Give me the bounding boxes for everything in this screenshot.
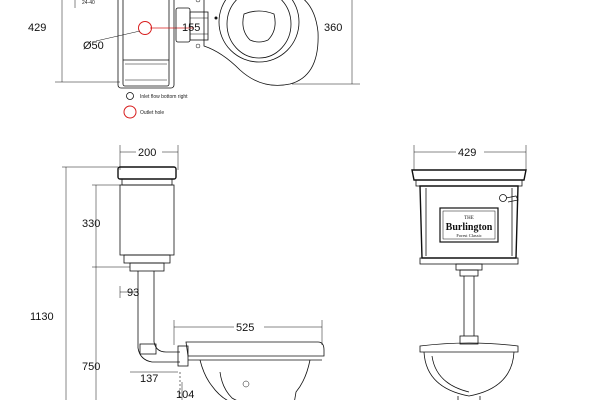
outlet-symbol-icon: [123, 105, 137, 119]
dim-pan-height: 750: [82, 361, 100, 373]
brand-line-3: Forest Classic: [456, 233, 481, 238]
legend: Inlet flow bottom right Outlet hole: [123, 92, 188, 119]
dim-plan-height: 429: [28, 22, 46, 34]
dim-cistern-width-side: 200: [138, 147, 156, 159]
plan-view: 429 24-40 Ø50 155 360: [28, 0, 360, 89]
dim-cistern-height: 330: [82, 218, 100, 230]
dim-plan-partial: 24-40: [82, 0, 95, 6]
brand-line-2: Burlington: [446, 222, 493, 233]
brand-plate: [439, 207, 499, 243]
front-elevation: 429 THE Burlington Forest Classic: [411, 145, 527, 400]
dim-pan-outlet-offset: 137: [140, 373, 158, 385]
side-elevation: 200 330 93 1130 750 137: [30, 145, 325, 400]
dim-pan-depth: 360: [324, 22, 342, 34]
inlet-symbol-icon: [126, 92, 134, 100]
dim-outlet-offset: 155: [182, 22, 200, 34]
legend-inlet-label: Inlet flow bottom right: [140, 94, 188, 100]
dim-cistern-width-front: 429: [458, 147, 476, 159]
flush-handle-icon: [499, 194, 507, 202]
dim-pipe-offset: 93: [127, 287, 139, 299]
dim-pan-length: 525: [236, 322, 254, 334]
legend-outlet-label: Outlet hole: [140, 110, 164, 116]
dim-overall-height: 1130: [30, 311, 54, 323]
dim-outlet-diameter: Ø50: [83, 40, 104, 52]
outlet-hole-marker: [138, 21, 152, 35]
brand-line-1: THE: [464, 216, 474, 221]
dim-pan-outlet-height: 104: [176, 389, 194, 400]
